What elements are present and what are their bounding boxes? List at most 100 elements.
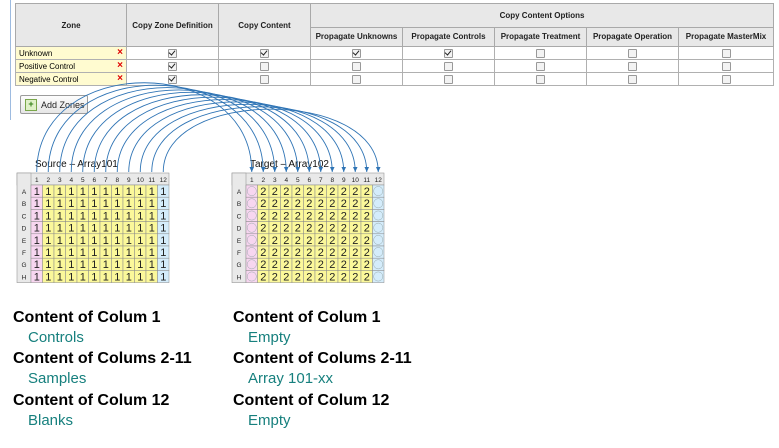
source-well [145,245,158,259]
source-well [53,184,66,198]
checkbox-unchecked[interactable] [352,74,361,84]
source-col1-value: Controls [28,329,84,346]
source-well-value: 1 [80,186,86,198]
checkbox-unchecked[interactable] [721,61,731,71]
zone-name-cell[interactable]: Unknown× [15,46,127,60]
checkbox-unchecked[interactable] [536,61,545,71]
checkbox-unchecked[interactable] [444,61,453,71]
target-well [257,245,270,259]
checkbox-checked[interactable] [260,48,269,58]
source-well-value: 1 [126,223,132,235]
target-col-label: 2 [261,177,265,184]
source-col-label: 12 [160,177,168,184]
target-empty-well [246,198,257,209]
checkbox-cell [586,72,679,86]
source-well [30,184,43,198]
zone-name-cell[interactable]: Positive Control× [15,59,127,73]
checkbox-unchecked[interactable] [628,61,637,71]
target-well [303,209,316,222]
arrow-head [260,167,266,172]
target-well [360,209,373,222]
checkbox-unchecked[interactable] [260,61,269,71]
arrow-head [283,167,289,172]
checkbox-checked[interactable] [168,48,177,58]
target-well-value: 2 [272,186,278,198]
checkbox-unchecked[interactable] [536,48,545,58]
source-well-value: 1 [34,223,40,235]
checkbox-cell [586,59,679,73]
add-zones-button[interactable]: + Add Zones [20,95,88,114]
target-well-value: 2 [341,259,347,271]
source-well-value: 1 [137,235,143,247]
zone-name-cell[interactable]: Negative Control× [15,72,127,86]
source-well-value: 1 [45,235,51,247]
target-well-value: 2 [364,186,370,198]
checkbox-unchecked[interactable] [628,48,637,58]
checkbox-checked[interactable] [444,48,453,58]
target-well [291,257,304,271]
checkbox-cell [402,46,495,60]
target-col-label: 1 [250,177,254,184]
remove-zone-icon[interactable]: × [117,60,123,71]
target-well-value: 2 [295,271,301,283]
target-well [257,257,270,271]
target-row-label: B [237,201,241,208]
source-col2-11-heading: Content of Colums 2-11 [13,350,192,367]
checkbox-unchecked[interactable] [352,61,361,71]
remove-zone-icon[interactable]: × [117,73,123,84]
target-header-col [231,172,247,283]
source-well-value: 1 [103,271,109,283]
target-well-value: 2 [364,198,370,210]
target-well-value: 2 [318,235,324,247]
source-well [76,221,89,235]
target-well [349,184,362,198]
checkbox-unchecked[interactable] [628,74,637,84]
source-well [134,270,147,283]
checkbox-checked[interactable] [168,74,177,84]
target-col1-value: Empty [248,329,291,346]
checkbox-unchecked[interactable] [721,48,731,58]
target-well [372,196,385,210]
source-well-value: 1 [34,210,40,222]
target-empty-well [373,198,384,209]
target-well [372,221,385,235]
source-well-value: 1 [34,271,40,283]
copy-arrow [70,89,287,173]
target-well [245,221,258,235]
target-well [245,270,258,283]
target-well-value: 2 [329,186,335,198]
source-well [76,257,89,271]
checkbox-checked[interactable] [168,61,177,71]
source-well-value: 1 [57,210,63,222]
checkbox-unchecked[interactable] [444,74,453,84]
source-well-value: 1 [57,247,63,259]
target-col12-heading: Content of Colum 12 [233,392,390,409]
source-well [53,245,66,259]
target-well [326,209,339,222]
source-well [134,257,147,271]
target-col-label: 8 [330,177,334,184]
target-well-value: 2 [341,235,347,247]
source-well [145,184,158,198]
source-well [111,221,124,235]
target-well-value: 2 [364,259,370,271]
target-empty-well [246,247,257,257]
target-well-value: 2 [283,210,289,222]
remove-zone-icon[interactable]: × [117,47,123,58]
source-well [134,184,147,198]
target-well [303,270,316,283]
target-well [372,233,385,247]
target-well-value: 2 [283,198,289,210]
checkbox-unchecked[interactable] [536,74,545,84]
checkbox-unchecked[interactable] [260,74,269,84]
source-well-value: 1 [68,186,74,198]
source-well [65,209,78,222]
checkbox-unchecked[interactable] [721,74,731,84]
arrow-head [364,167,370,172]
target-well-value: 2 [306,259,312,271]
source-well-value: 1 [80,247,86,259]
arrow-head [295,167,301,172]
target-well [349,221,362,235]
checkbox-checked[interactable] [352,48,361,58]
target-well [360,257,373,271]
